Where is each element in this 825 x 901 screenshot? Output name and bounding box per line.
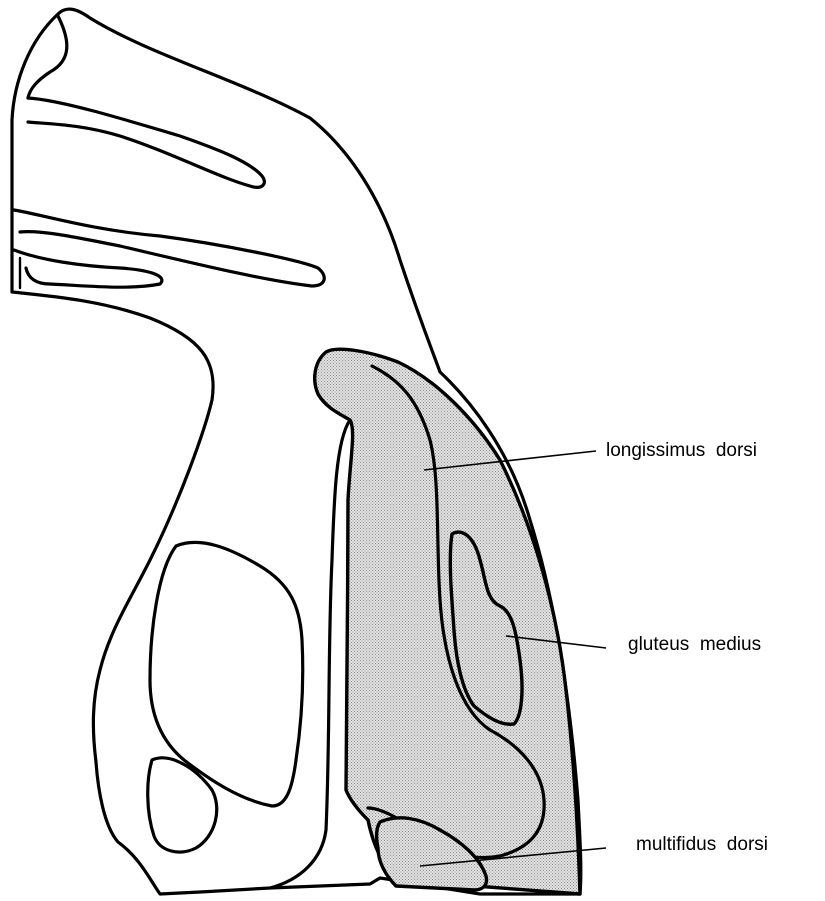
fat-seam-3 — [14, 210, 324, 286]
fat-seam-1 — [28, 98, 264, 187]
left-opening-small — [148, 758, 217, 852]
fat-seam-4 — [14, 250, 162, 287]
left-opening-large — [150, 542, 303, 806]
label-longissimus-dorsi: longissimus dorsi — [606, 440, 757, 461]
label-multifidus-dorsi: multifidus dorsi — [636, 834, 768, 855]
label-gluteus-medius: gluteus medius — [628, 634, 761, 655]
fat-seam-2 — [28, 16, 67, 98]
spinous-process — [270, 420, 350, 888]
longissimus-dorsi-muscle — [315, 349, 580, 894]
